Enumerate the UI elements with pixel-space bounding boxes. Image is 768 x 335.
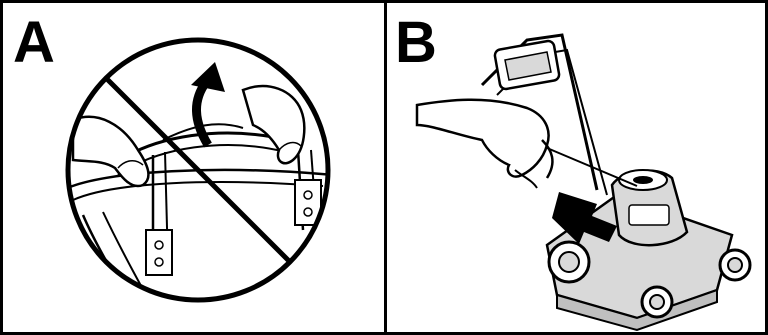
panel-a-illustration	[3, 0, 384, 335]
panel-b: B	[387, 0, 765, 335]
lawn-mower-illustration	[417, 35, 750, 330]
panel-b-label: B	[395, 14, 437, 72]
panel-b-illustration	[387, 0, 765, 335]
panel-a-label: A	[13, 14, 55, 72]
panel-a: A	[3, 0, 384, 335]
